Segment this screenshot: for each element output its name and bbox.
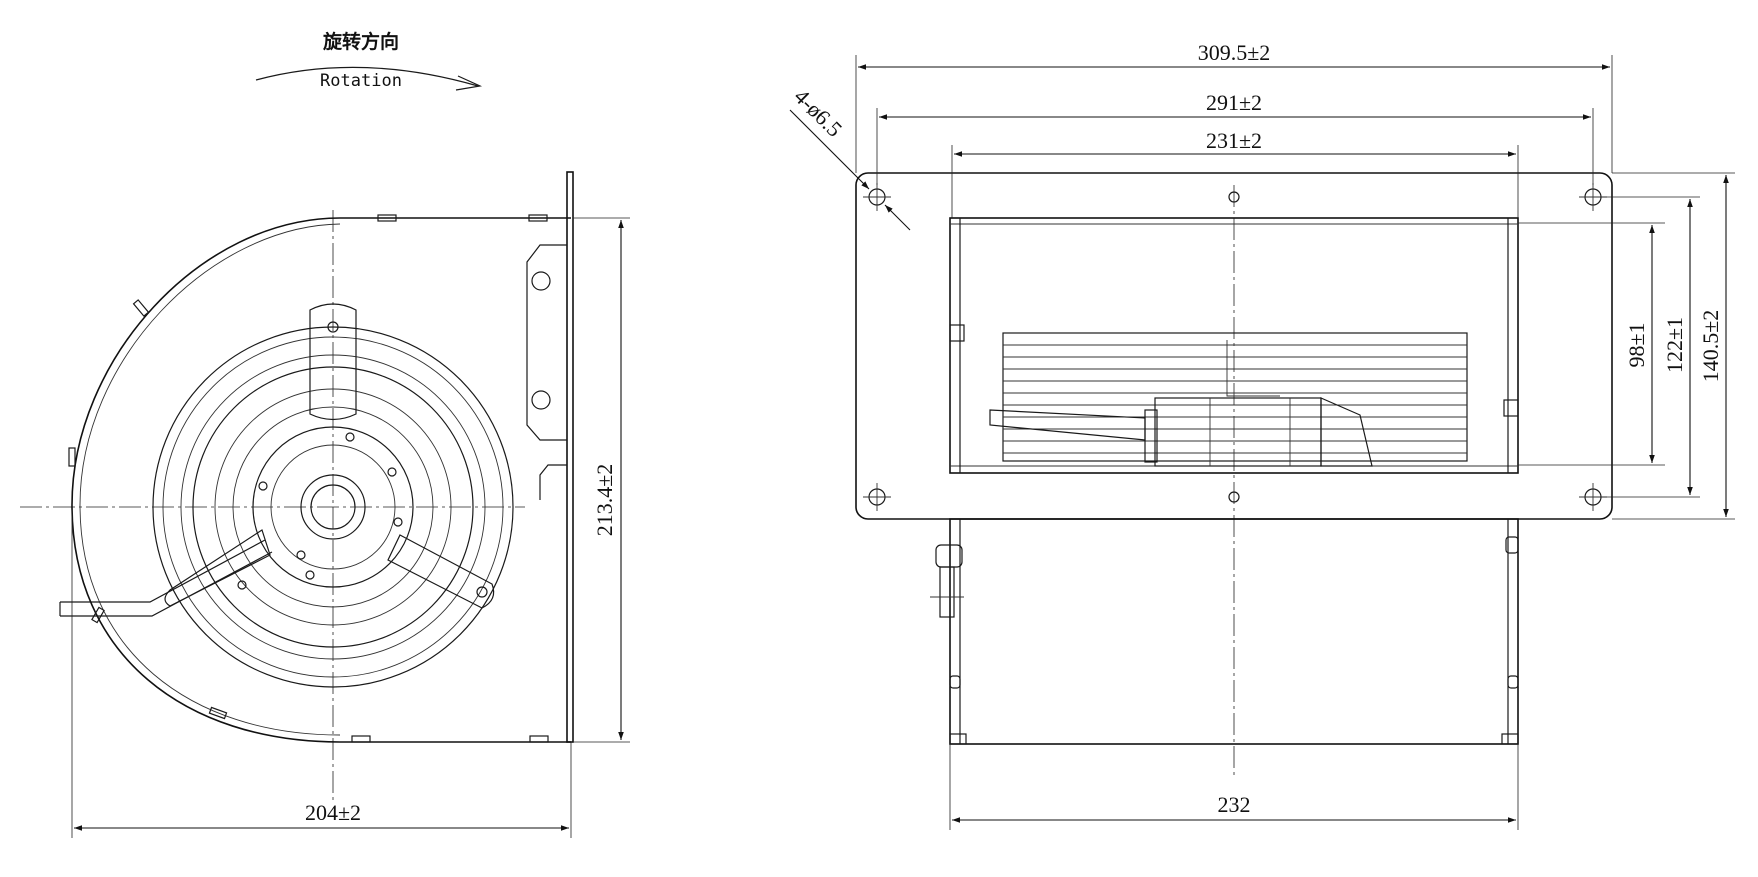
dimension-inner-width: 231±2 [951,128,1519,218]
rotation-label-cn: 旋转方向 [322,30,399,53]
inlet-ring-outer [152,326,514,688]
mounting-holes [863,183,1607,511]
dim-hole-depth-label: 122±1 [1662,317,1687,373]
mounting-hole-icon [863,483,891,511]
hole-callout: 4-ø6.5 [789,84,911,231]
rotation-arrow-icon [255,66,479,87]
flange-hole-icon [531,271,551,291]
mounting-flange [526,171,574,743]
housing-tabs [68,214,549,743]
housing-side [930,518,1519,745]
motor-hub [252,426,414,588]
rotation-indicator: 旋转方向 Rotation [255,30,483,91]
dimension-hole-span: 291±2 [876,90,1594,185]
dim-inner-width-label: 231±2 [1206,128,1262,153]
dim-hole-span-label: 291±2 [1206,90,1262,115]
motor-screws [258,432,403,580]
screw-icon [327,321,339,333]
mounting-hole-icon [863,183,891,211]
dim-housing-width-label: 232 [1218,792,1251,817]
flange-hole-icon [531,390,551,410]
dimension-depth-overall: 140.5±2 [1612,172,1735,520]
hole-callout-label: 4-ø6.5 [789,84,847,142]
motor-support-arms [164,303,495,609]
dim-depth-inner-label: 98±1 [1624,322,1649,367]
screw-icon [237,580,247,590]
scroll-housing [71,217,571,743]
top-view: 309.5±2 291±2 231±2 4-ø6.5 98±1 [789,40,1735,830]
blower-body [949,217,1519,474]
screw-icon [476,586,488,598]
dimension-overall-width: 309.5±2 [855,40,1613,173]
rotation-label-en: Rotation [320,71,402,91]
impeller [1002,332,1468,462]
shaft-hub [300,474,366,540]
lead-wire [60,539,273,617]
front-view: 204±2 213.4±2 [20,171,630,838]
dimension-width: 204±2 [71,510,572,838]
dimension-housing-width: 232 [949,744,1519,830]
dim-overall-width-label: 309.5±2 [1198,40,1271,65]
dim-depth-overall-label: 140.5±2 [1698,310,1723,383]
dim-width-label: 204±2 [305,800,361,825]
dimension-hole-depth: 122±1 [1600,196,1700,498]
dimension-depth-inner: 98±1 [1518,222,1665,466]
dim-height-label: 213.4±2 [592,464,617,537]
dimension-height: 213.4±2 [573,217,630,743]
motor [989,340,1373,467]
